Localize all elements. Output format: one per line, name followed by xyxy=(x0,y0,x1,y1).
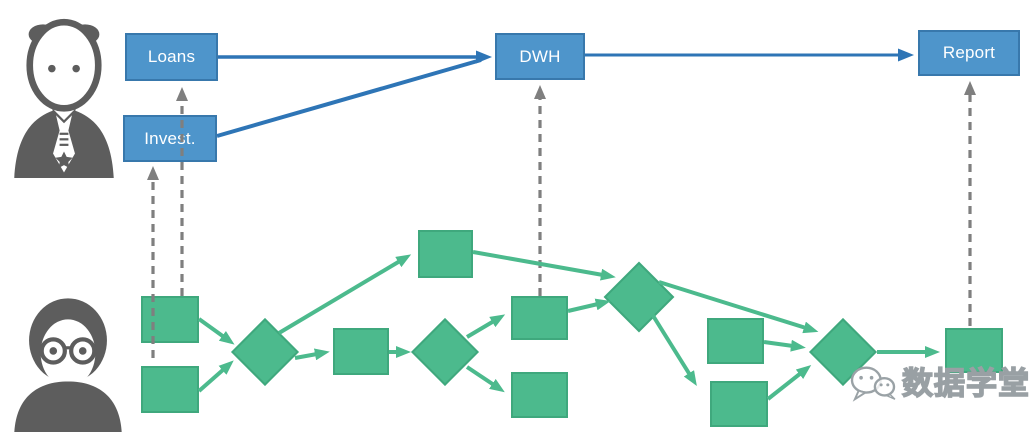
system-box-invest-label: Invest. xyxy=(144,128,196,148)
green-arrow-sq5-to-d3 xyxy=(567,298,611,313)
wechat-bubbles-icon xyxy=(850,366,896,402)
etl-diamond-3 xyxy=(603,261,675,333)
green-arrow-src2-to-d1 xyxy=(197,360,234,393)
green-arrow-sq7-to-d4 xyxy=(763,339,806,352)
etl-square-5 xyxy=(511,296,568,340)
watermark-text: 数据学堂 xyxy=(901,365,1030,401)
green-arrow-d3-to-sq8 xyxy=(650,312,697,387)
etl-square-final xyxy=(945,328,1003,373)
system-box-dwh: DWH xyxy=(495,33,585,80)
green-arrow-d1-to-topsquare xyxy=(277,254,412,335)
etl-square-8 xyxy=(710,381,768,427)
system-box-dwh-label: DWH xyxy=(519,46,561,66)
system-box-loans: Loans xyxy=(125,33,218,81)
businessman-icon xyxy=(14,18,114,178)
etl-diamond-1 xyxy=(231,318,299,386)
etl-diamond-2 xyxy=(411,318,479,386)
green-arrow-d2-to-sq6 xyxy=(465,365,505,393)
green-arrow-src1-to-d1 xyxy=(197,317,235,345)
system-box-report: Report xyxy=(918,30,1020,76)
arrow-invest-to-dwh xyxy=(216,58,482,138)
etl-square-6 xyxy=(511,372,568,418)
person-glasses-icon xyxy=(14,298,122,432)
etl-square-source-1 xyxy=(141,296,199,343)
green-arrow-topsquare-to-d3 xyxy=(472,250,616,281)
system-box-loans-label: Loans xyxy=(147,47,196,66)
system-box-report-label: Report xyxy=(942,43,996,62)
watermark: 数据学堂 xyxy=(848,362,1030,404)
etl-square-3 xyxy=(333,328,389,375)
green-arrow-d2-to-sq5 xyxy=(465,314,506,339)
green-arrow-d1-to-sq3 xyxy=(294,348,330,361)
etl-square-source-2 xyxy=(141,366,199,413)
system-box-invest: Invest. xyxy=(123,115,217,162)
etl-square-7 xyxy=(707,318,764,364)
green-arrow-sq8-to-d4 xyxy=(766,364,812,401)
etl-square-top xyxy=(418,230,473,278)
